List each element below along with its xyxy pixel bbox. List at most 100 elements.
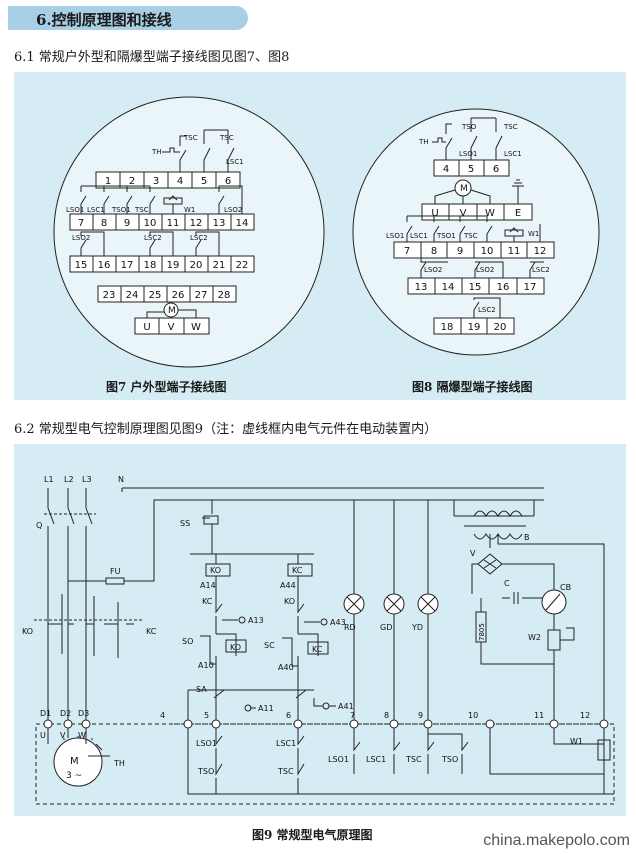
- fig7-t1: 1: [105, 176, 111, 187]
- fig9-coil-kc: KC: [292, 566, 303, 575]
- fig7-t18: 18: [144, 260, 157, 271]
- fig9-label-d2: D2: [60, 709, 71, 718]
- fig7-label-lsc1b: LSC1: [87, 206, 105, 214]
- fig7-term-u: U: [143, 322, 150, 333]
- fig7-t13: 13: [213, 218, 226, 229]
- fig7-label-lsc2: LSC2: [144, 234, 162, 242]
- fig9-label-so: SO: [182, 637, 193, 646]
- fig9-label-a14: A14: [200, 581, 216, 590]
- fig9-label-a43: A43: [330, 618, 346, 627]
- fig9-label-a44: A44: [280, 581, 296, 590]
- fig7-dividers: [92, 172, 232, 334]
- fig7-t28: 28: [218, 290, 231, 301]
- schematic-panel: L1 L2 L3 N Q FU KO KC SS KO KC A14 A44 K…: [14, 444, 626, 816]
- fig8-t17: 17: [524, 282, 537, 293]
- fig8-t13: 13: [415, 282, 428, 293]
- fig7-t4: 4: [177, 176, 183, 187]
- fig9-motor-3ph: 3 ~: [66, 771, 82, 781]
- fig7-label-tsc3: TSC: [134, 206, 149, 214]
- section-title: 6.控制原理图和接线: [36, 11, 172, 29]
- fig9-label-q: Q: [36, 521, 42, 530]
- fig7-t14: 14: [236, 218, 249, 229]
- fig7-t11: 11: [167, 218, 180, 229]
- fig8-t16: 16: [497, 282, 510, 293]
- fig8-term-w: W: [485, 208, 495, 219]
- section-banner: 6.控制原理图和接线: [8, 6, 248, 30]
- fig7-t3: 3: [153, 176, 159, 187]
- fig7-t20: 20: [190, 260, 203, 271]
- fig9-labels: L1 L2 L3 N Q FU KO KC SS KO KC A14 A44 K…: [22, 475, 590, 781]
- fig8-label-tsc2: TSC: [463, 232, 478, 240]
- fig7-switches: [80, 129, 243, 318]
- fig9-label-ss: SS: [180, 519, 190, 528]
- fig7-caption: 图7 户外型端子接线图: [106, 380, 227, 394]
- fig7-t19: 19: [167, 260, 180, 271]
- fig9-term-11: 11: [534, 711, 544, 720]
- fig7-t23: 23: [103, 290, 116, 301]
- fig8-label-tso1: TSO1: [436, 232, 456, 240]
- fig9-label-c: C: [504, 579, 510, 588]
- fig9-label-cb: CB: [560, 583, 571, 592]
- fig8-t5: 5: [468, 164, 474, 175]
- fig9-coil-ko2: KO: [230, 643, 241, 652]
- fig9-term-8: 8: [384, 711, 389, 720]
- fig9-terminal-circles: [43, 719, 609, 729]
- fig7-label-lsc2b: LSC2: [190, 234, 208, 242]
- fig8-dividers: [420, 160, 528, 334]
- fig9-term-7: 7: [350, 711, 355, 720]
- fig9-label-a41: A41: [338, 702, 354, 711]
- fig7-t7: 7: [78, 218, 84, 229]
- fig9-label-yd: YD: [411, 623, 423, 632]
- fig7-t16: 16: [98, 260, 111, 271]
- fig9-label-a40: A40: [278, 663, 294, 672]
- fig7-t6: 6: [225, 176, 231, 187]
- fig8-label-lso2: LSO2: [424, 266, 442, 274]
- fig8-switch-labels: TH TSO TSC LSO1 LSC1 LSO1 LSC1 TSO1 TSC …: [386, 123, 550, 314]
- fig9-label-kc: KC: [146, 627, 157, 636]
- fig7-t5: 5: [201, 176, 207, 187]
- fig9-label-a10: A10: [198, 661, 214, 670]
- fig9-label-ko1: KO: [284, 597, 295, 606]
- fig8-term-v: V: [460, 208, 467, 219]
- fig7-label-lsc1: LSC1: [226, 158, 244, 166]
- fig9-label-7805: 7805: [478, 623, 486, 641]
- fig8-t12: 12: [534, 246, 547, 257]
- fig8-t11: 11: [508, 246, 521, 257]
- fig8-t8: 8: [431, 246, 437, 257]
- fig8-terminal-numbers: 4 5 6 U V W E 7 8 9 10 11 12 13 14 15 16…: [404, 164, 547, 333]
- fig9-label-lsc1b: LSC1: [366, 755, 386, 764]
- fig9-label-th: TH: [113, 759, 125, 768]
- fig8-t18: 18: [441, 322, 454, 333]
- fig9-term-5: 5: [204, 711, 209, 720]
- fig8-t15: 15: [469, 282, 482, 293]
- fig9-term-9: 9: [418, 711, 423, 720]
- fig7-label-tsc2: TSC: [219, 134, 234, 142]
- fig7-t26: 26: [172, 290, 185, 301]
- fig9-term-10: 10: [468, 711, 478, 720]
- fig8-t20: 20: [494, 322, 507, 333]
- terminal-diagrams-svg: 1 2 3 4 5 6 7 8 9 10 11 12 13 14 15 16 1…: [53, 96, 600, 368]
- fig9-label-tso: TSO: [197, 767, 214, 776]
- section-6-2-heading: 6.2 常规型电气控制原理图见图9（注：虚线框内电气元件在电动装置内）: [14, 422, 438, 437]
- fig7-term-w: W: [191, 322, 201, 333]
- fig7-switch-labels: TH TSC TSC LSC1 LSO1 LSC1 TSO1 TSC W1 LS…: [66, 134, 244, 316]
- fig8-label-tsc: TSC: [503, 123, 518, 131]
- fig8-label-lsc1: LSC1: [504, 150, 522, 158]
- fig9-coil-kc2: KC: [312, 645, 323, 654]
- fig7-t15: 15: [75, 260, 88, 271]
- fig7-label-tsc: TSC: [183, 134, 198, 142]
- fig7-t27: 27: [195, 290, 208, 301]
- fig7-label-w1: W1: [184, 206, 195, 214]
- fig9-label-lso1b: LSO1: [328, 755, 349, 764]
- fig8-label-lso1: LSO1: [459, 150, 477, 158]
- fig7-t2: 2: [129, 176, 135, 187]
- fig8-label-lso1b: LSO1: [386, 232, 404, 240]
- fig8-motor-m: M: [460, 184, 468, 194]
- fig8-switches: [406, 117, 544, 318]
- fig7-label-lso1: LSO1: [66, 206, 84, 214]
- fig9-label-v: V: [470, 549, 476, 558]
- fig8-term-u: U: [431, 208, 438, 219]
- fig7-t25: 25: [149, 290, 162, 301]
- fig8-t6: 6: [493, 164, 499, 175]
- fig7-t17: 17: [121, 260, 134, 271]
